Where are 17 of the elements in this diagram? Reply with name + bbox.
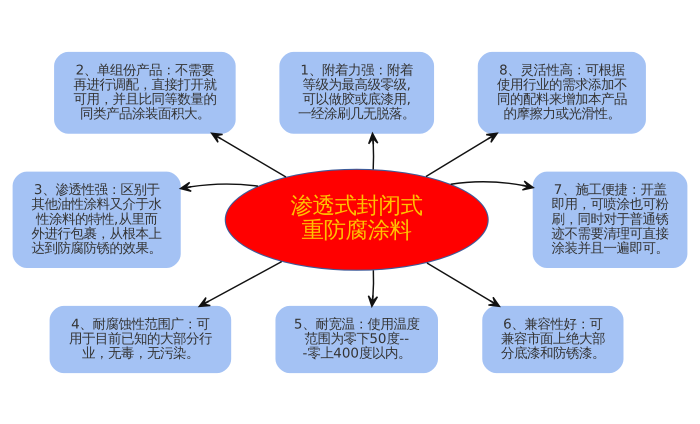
arrow (368, 132, 378, 169)
arrow (368, 270, 378, 307)
node-box: 2、单组份产品：不需要再进行调配，直接打开就可用，并且比同等数量的同类产品涂装面积大。 (54, 51, 236, 134)
node-box: 4、耐腐蚀性范围广：可用于目前已知的大部分行业，无毒，无污染。 (50, 305, 232, 373)
arrow (450, 180, 534, 190)
arrow (180, 181, 258, 192)
node-box: 3、渗透性强：区别于其他油性涂料又介于水性涂料的特性,从里而外进行包裹，从根本上达到防腐防锈的效果。 (12, 171, 181, 268)
node-box: 5、耐宽温：使用温度范围为零下50度---零上400度以内。 (275, 305, 438, 373)
arrow (426, 262, 500, 307)
node-box: 6、兼容性好：可兼容市面上绝大部分底漆和防锈漆。 (482, 305, 624, 373)
arrow (210, 132, 286, 178)
node-box: 1、附着力强：附着等级为最高级零级,可以做胶或底漆用,一经涂刷几无脱落。 (279, 51, 434, 134)
node-ellipse: 渗透式封闭式重防腐涂料 (224, 168, 489, 270)
arrow (198, 260, 282, 307)
arrow (426, 132, 498, 177)
node-box: 8、灵活性高：可根据使用行业的需求添加不同的配料来增加本产品的摩擦力或光滑性。 (478, 51, 646, 134)
node-box: 7、施工便捷：开盖即用，可喷涂也可粉刷，同时对于普通锈迹不需要清理可直接涂装并且一遍即可。 (532, 171, 688, 268)
